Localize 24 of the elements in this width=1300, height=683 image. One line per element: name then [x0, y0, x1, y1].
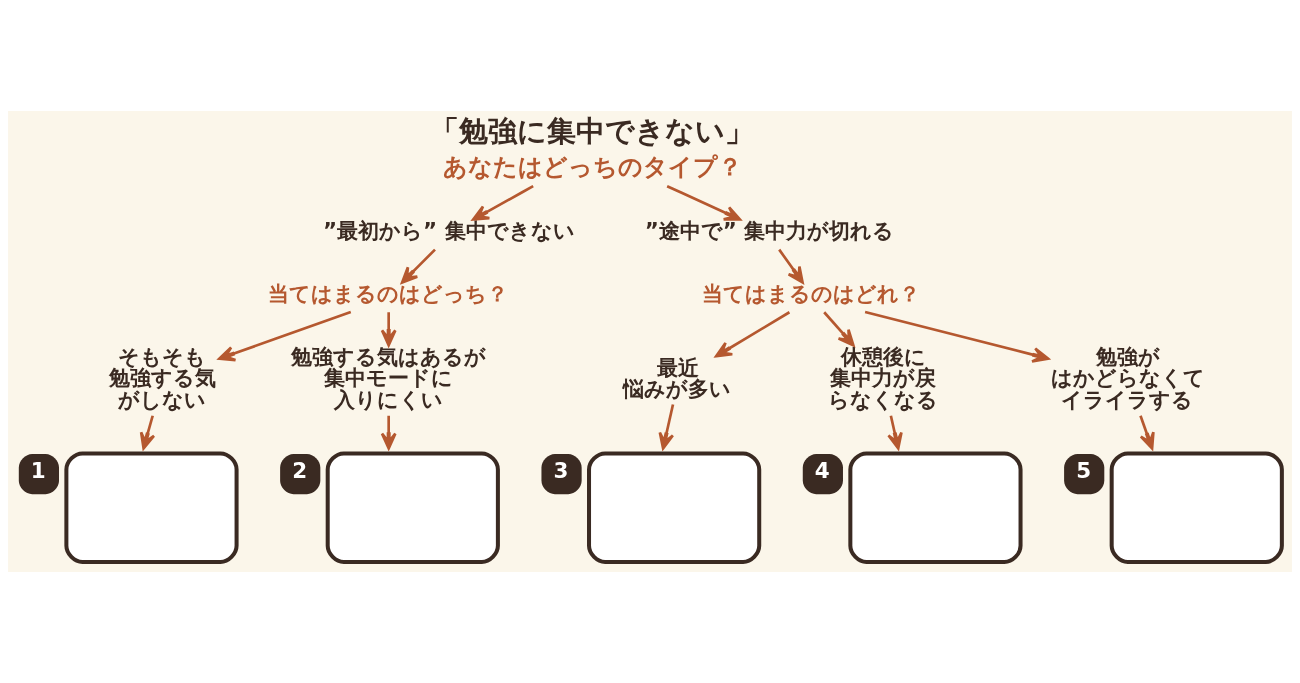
arrow	[1139, 415, 1155, 450]
node-text: そもそも勉強する気がしない	[108, 344, 216, 412]
node-text: 最近悩みが多い	[623, 354, 732, 402]
node-text: ”途中で” 集中力が切れる	[644, 218, 895, 244]
node-text: 勉強する気はあるが集中モードに入りにくい	[290, 344, 486, 412]
arrow	[400, 248, 436, 284]
arrow	[471, 185, 534, 221]
node-text: ”最初から” 集中できない	[323, 218, 575, 244]
node-text: 勉強がはかどらなくてイライラする	[1050, 344, 1205, 412]
arrow	[139, 415, 156, 450]
arrow	[823, 311, 855, 347]
node-text: 当てはまるのはどれ？	[702, 281, 921, 307]
arrow	[887, 415, 903, 450]
arrow	[658, 404, 675, 450]
arrow	[666, 184, 742, 221]
node-text: 休憩後に集中力が戻らなくなる	[828, 344, 939, 412]
arrow	[778, 248, 804, 284]
arrow	[380, 415, 397, 450]
arrow	[714, 311, 791, 358]
node-text: 当てはまるのはどっち？	[268, 281, 509, 307]
arrow	[864, 310, 1050, 363]
node-text: 「勉強に集中できない」 あなたはどっちのタイプ？	[430, 114, 755, 181]
arrow	[380, 312, 397, 347]
arrow	[218, 310, 352, 362]
